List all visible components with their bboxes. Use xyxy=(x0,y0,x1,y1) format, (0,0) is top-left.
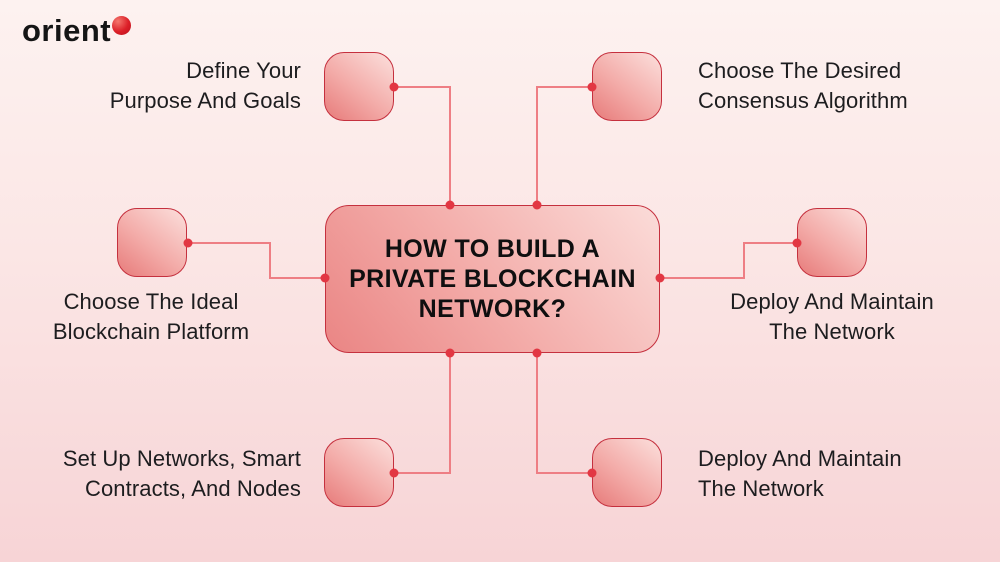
connector-mid-right xyxy=(660,242,797,279)
node-bottom-left xyxy=(324,438,394,507)
node-bottom-right xyxy=(592,438,662,507)
center-node: HOW TO BUILD A PRIVATE BLOCKCHAIN NETWOR… xyxy=(325,205,660,353)
node-top-right xyxy=(592,52,662,121)
label-bottom-right: Deploy And Maintain The Network xyxy=(698,446,902,501)
node-mid-left xyxy=(117,208,187,277)
label-bottom-left: Set Up Networks, Smart Contracts, And No… xyxy=(62,446,301,501)
center-title: HOW TO BUILD A PRIVATE BLOCKCHAIN NETWOR… xyxy=(349,235,636,323)
connector-mid-left xyxy=(187,242,325,279)
label-top-right: Choose The Desired Consensus Algorithm xyxy=(698,58,908,113)
connector-bottom-left xyxy=(394,353,451,474)
brand-logo: orient xyxy=(22,13,132,48)
connector-bottom-right xyxy=(536,353,592,474)
node-mid-right xyxy=(797,208,867,277)
brand-dot-icon xyxy=(112,16,132,35)
label-mid-left: Choose The Ideal Blockchain Platform xyxy=(52,289,250,344)
label-mid-right: Deploy And Maintain The Network xyxy=(730,289,934,344)
connector-top-right xyxy=(536,86,592,205)
label-top-left: Define Your Purpose And Goals xyxy=(109,58,301,113)
connector-top-left xyxy=(394,86,451,205)
brand-logo-text: orient xyxy=(22,13,112,48)
node-top-left xyxy=(324,52,394,121)
